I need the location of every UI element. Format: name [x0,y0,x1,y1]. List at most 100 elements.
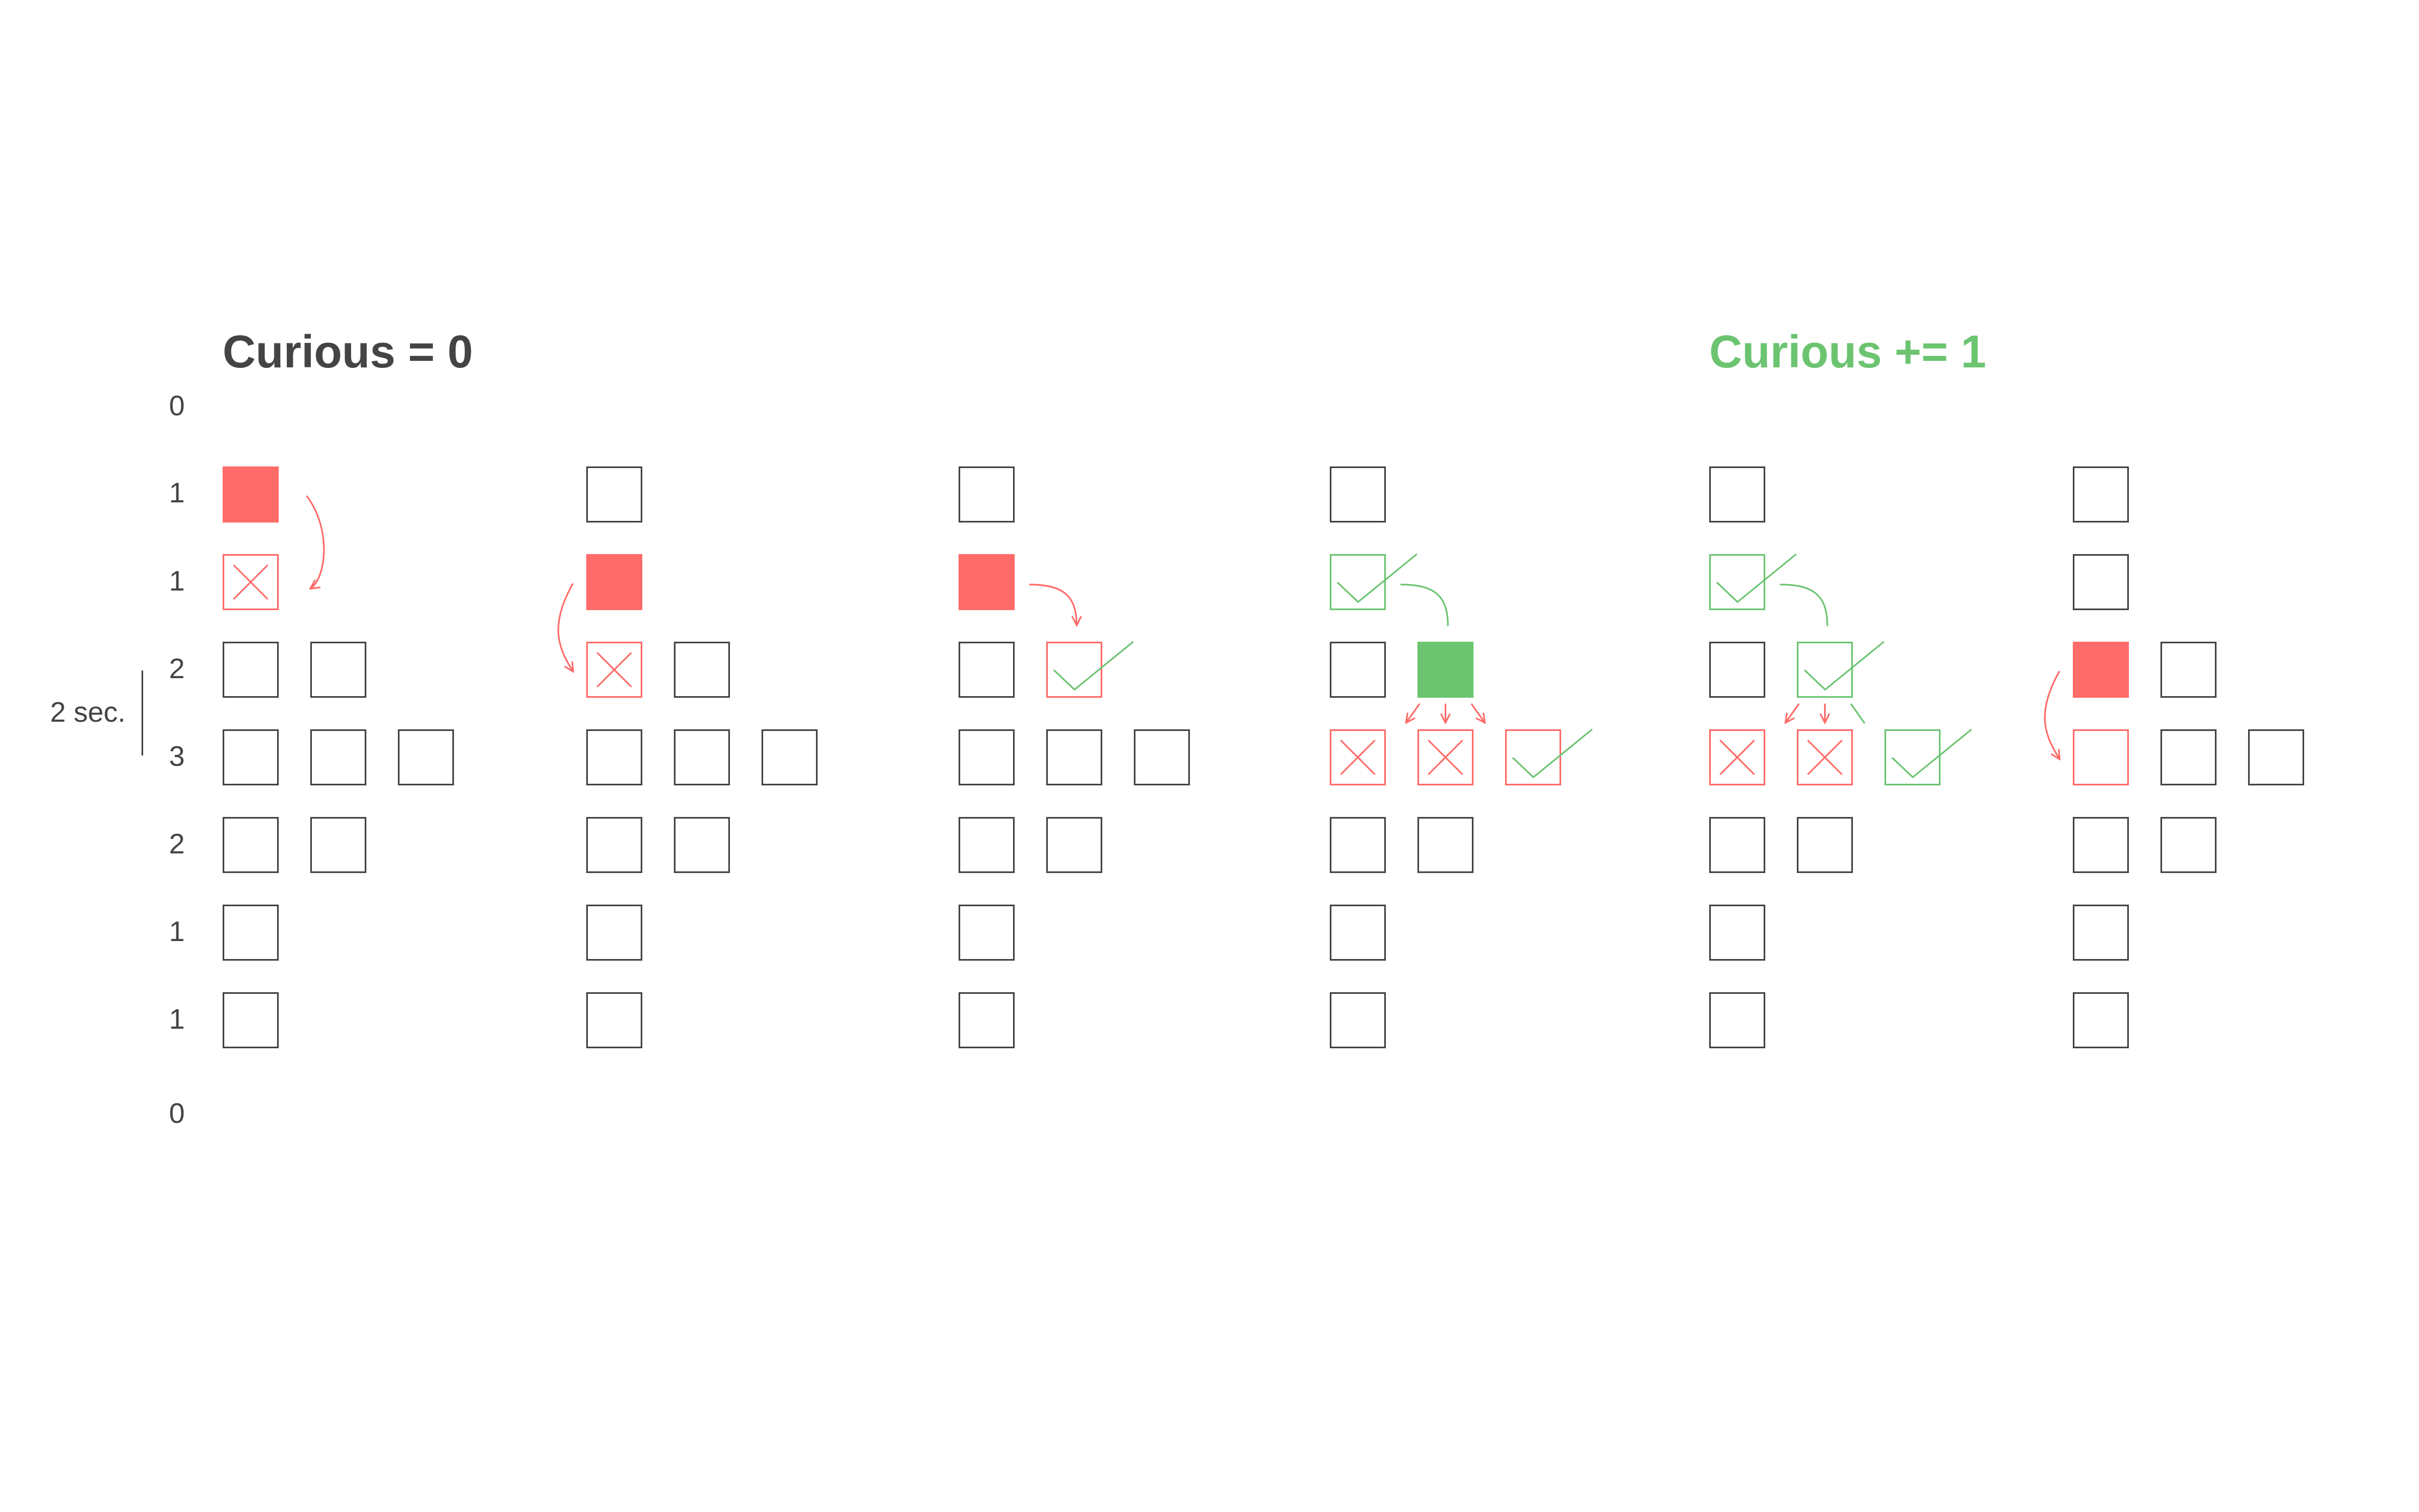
cell-empty [2073,992,2129,1048]
cell-box [1797,729,1853,785]
cell-empty [2160,729,2217,785]
cell-box [223,905,279,961]
cell-empty [1046,817,1102,873]
row-label: 1 [169,566,185,597]
check-icon [1891,728,1972,778]
row-label: 1 [169,1004,185,1035]
cell-box [586,905,642,961]
cell-empty [1709,642,1765,698]
cell-box [223,729,279,785]
cell-check [1505,728,1593,785]
cell-box [1709,992,1765,1048]
cell-empty [1330,466,1386,523]
cell-box [674,729,730,785]
cell-empty [223,729,279,785]
cell-empty [310,817,366,873]
cell-box [310,817,366,873]
cell-box [959,817,1015,873]
cell-empty [223,642,279,698]
cell-empty [1330,642,1386,698]
cell-check [1330,553,1417,610]
cell-empty [2073,905,2129,961]
cell-empty [586,729,642,785]
cell-empty [1797,817,1853,873]
cell-fill [586,554,642,610]
cell-empty [310,729,366,785]
cell-box [2248,729,2304,785]
cell-empty [223,817,279,873]
cross-icon [1340,739,1376,776]
cell-cross [1709,729,1765,785]
cell-current [959,554,1015,610]
cell-empty [223,992,279,1048]
duration-label: 2 sec. [50,697,126,728]
cell-box [1709,466,1765,523]
cell-box [2073,817,2129,873]
cell-cross [1330,729,1386,785]
cell-empty [1046,729,1102,785]
cell-empty [1417,817,1473,873]
cell-box [2073,729,2129,785]
row-label: 3 [169,741,185,772]
cell-empty [586,905,642,961]
cell-fill [2073,642,2129,698]
cell-check [1046,641,1134,698]
transition-arrow [1029,583,1077,625]
cell-box [1884,729,1941,785]
cell-empty [1709,817,1765,873]
cell-empty [959,466,1015,523]
cell-box [1417,817,1473,873]
duration-bracket [142,671,143,755]
row-label: 1 [169,477,185,509]
cell-box [2160,817,2217,873]
cell-current [586,554,642,610]
cell-box [223,817,279,873]
cell-box [223,642,279,698]
cell-box [1709,817,1765,873]
cell-check [1709,553,1797,610]
cell-cross [1417,729,1473,785]
check-icon [1053,641,1134,691]
cell-empty [2073,466,2129,523]
cell-box [1330,554,1386,610]
cell-fill [223,466,279,523]
cell-empty [2160,817,2217,873]
check-icon [1336,553,1417,603]
cell-box [674,642,730,698]
cell-box [586,466,642,523]
cell-box [959,642,1015,698]
cell-empty [959,992,1015,1048]
cell-box [223,554,279,610]
transition-arrow [557,583,573,672]
cell-empty [586,466,642,523]
cell-box [1505,729,1561,785]
cell-current [1417,642,1473,698]
cell-empty [310,642,366,698]
cell-box [1046,642,1102,698]
transition-arrow [1779,583,1828,626]
transition-arrow [1785,703,1800,723]
cell-box [1330,905,1386,961]
cell-empty [2073,554,2129,610]
cell-empty [2160,642,2217,698]
cell-box [1709,554,1765,610]
cell-check [1884,728,1972,785]
cell-box [762,729,818,785]
cell-empty [674,642,730,698]
cell-box [1330,817,1386,873]
cross-icon [1719,739,1755,776]
row-label: 2 [169,653,185,685]
cross-icon [596,651,633,688]
cell-box [1046,817,1102,873]
cell-box [959,992,1015,1048]
check-icon [1803,641,1884,691]
cell-box [1797,642,1853,698]
check-icon [1716,553,1797,603]
cell-empty [1330,817,1386,873]
cell-fill [959,554,1015,610]
cell-cross [223,554,279,610]
cell-box [2073,905,2129,961]
cell-empty [959,817,1015,873]
cell-box [1134,729,1190,785]
